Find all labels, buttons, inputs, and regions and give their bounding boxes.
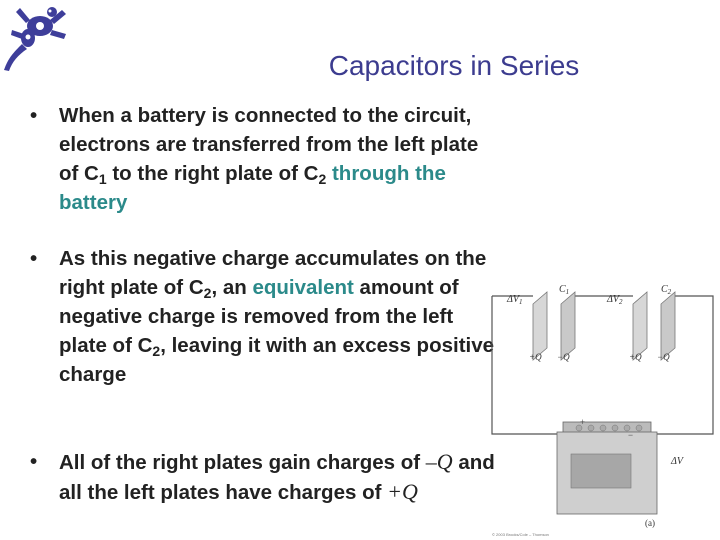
lizard-logo-icon bbox=[4, 7, 66, 71]
bullet-text-run: amount of negative charge is removed fro… bbox=[59, 276, 459, 357]
bullet-3-text: All of the right plates gain charges of … bbox=[59, 447, 500, 507]
bullet-text-run: All of the right plates gain charges of bbox=[59, 451, 426, 474]
bullet-2-text: As this negative charge accumulates on t… bbox=[59, 244, 500, 389]
bullet-2: • As this negative charge accumulates on… bbox=[30, 244, 500, 389]
bullet-text-run: +Q bbox=[387, 479, 418, 504]
bullet-marker: • bbox=[30, 450, 38, 473]
series-capacitor-circuit-diagram: ΔV1 ΔV2 C1 C2 +Q −Q +Q −Q + − ΔV (a) bbox=[491, 284, 714, 528]
svg-text:+Q: +Q bbox=[529, 352, 542, 362]
bullet-text-run: , leaving it with an excess positive cha… bbox=[59, 334, 495, 386]
bullet-text-run: equivalent bbox=[252, 276, 354, 299]
svg-text:ΔV2: ΔV2 bbox=[606, 294, 623, 306]
bullet-1-text: When a battery is connected to the circu… bbox=[59, 101, 480, 217]
bullet-text-run: As this negative charge accumulates on t… bbox=[59, 247, 487, 299]
svg-text:C2: C2 bbox=[661, 284, 672, 296]
bullet-text-run: When a battery is connected to the circu… bbox=[59, 104, 479, 185]
svg-text:−: − bbox=[628, 430, 633, 440]
bullet-text-run: 1 bbox=[98, 171, 107, 187]
bullet-text-run: 2 bbox=[152, 343, 161, 359]
battery-icon bbox=[556, 421, 658, 515]
bullet-1: • When a battery is connected to the cir… bbox=[30, 101, 480, 217]
bullet-text-run: 2 bbox=[318, 171, 327, 187]
svg-text:ΔV: ΔV bbox=[670, 456, 685, 467]
capacitor-c2 bbox=[632, 291, 676, 361]
bullet-text-run: 2 bbox=[203, 285, 212, 301]
svg-text:+: + bbox=[580, 417, 585, 427]
bullet-text-run: and all the left plates have charges of bbox=[59, 451, 495, 504]
bullet-text-run: through the battery bbox=[59, 162, 446, 214]
svg-text:−Q: −Q bbox=[657, 352, 670, 362]
svg-text:C1: C1 bbox=[559, 284, 569, 296]
svg-text:(a): (a) bbox=[645, 518, 655, 528]
figure-copyright: © 2003 Brooks/Cole – Thomson bbox=[492, 532, 549, 537]
bullet-text-run: –Q bbox=[425, 449, 453, 474]
svg-text:−Q: −Q bbox=[557, 352, 570, 362]
bullet-text-run: , an bbox=[211, 276, 253, 299]
slide-title: Capacitors in Series bbox=[328, 50, 580, 81]
bullet-3: • All of the right plates gain charges o… bbox=[30, 447, 500, 507]
bullet-text-run: to the right plate of C bbox=[106, 162, 319, 185]
svg-text:+Q: +Q bbox=[629, 352, 642, 362]
capacitor-c1 bbox=[532, 291, 576, 361]
bullet-marker: • bbox=[30, 247, 38, 270]
svg-text:ΔV1: ΔV1 bbox=[506, 294, 522, 306]
bullet-marker: • bbox=[30, 104, 38, 127]
